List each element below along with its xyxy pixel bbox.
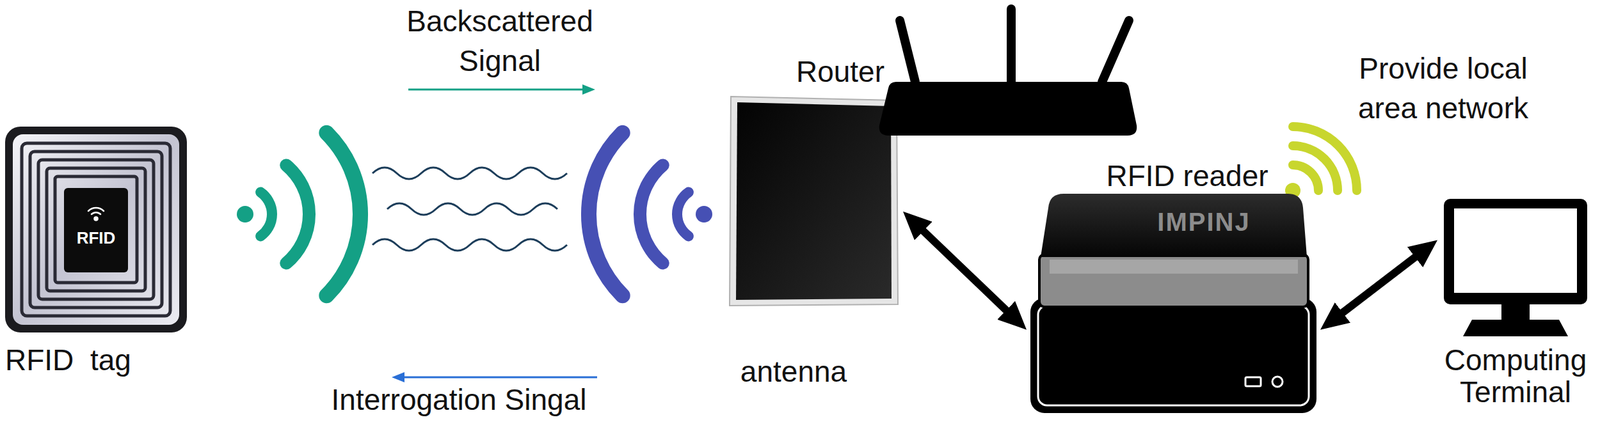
coil-turn xyxy=(46,168,146,292)
monitor-screen xyxy=(1454,208,1577,294)
connectors xyxy=(915,224,1424,319)
wifi-arc xyxy=(1292,126,1357,191)
arrowhead xyxy=(582,84,596,95)
icon-arc xyxy=(91,212,101,215)
router-antennas xyxy=(899,8,1129,82)
coil-turn xyxy=(30,151,162,308)
computing-terminal: Computing Terminal xyxy=(1443,199,1588,337)
sine-wave xyxy=(387,203,558,216)
coil-turn xyxy=(38,160,154,300)
reader-button xyxy=(1272,376,1283,388)
wave-arc xyxy=(260,192,272,237)
wave-dot xyxy=(236,206,254,223)
coil-turn xyxy=(55,176,137,283)
icon-arc xyxy=(88,208,104,212)
wave-arc xyxy=(588,133,623,297)
rfid-tag: RFIDRFID tag xyxy=(5,126,187,333)
backscatter-arrow xyxy=(408,88,585,91)
tag-label: RFID tag xyxy=(5,344,132,377)
monitor-frame xyxy=(1443,199,1588,305)
double-arrow xyxy=(915,224,1014,318)
rfid-reader: RFID readerIMPINJ xyxy=(1030,193,1317,414)
icon-dot xyxy=(94,217,98,221)
router: Router xyxy=(889,15,1138,138)
chip-wireless-icon xyxy=(88,208,104,221)
wave-arc xyxy=(677,192,689,237)
router-antenna xyxy=(1102,20,1129,82)
wave-arc xyxy=(640,165,664,264)
reader-front-band xyxy=(1039,254,1309,308)
tag-waves xyxy=(236,133,361,297)
antenna-label: antenna xyxy=(740,355,847,389)
network-note: Provide local area network xyxy=(1340,48,1546,128)
tag-coil xyxy=(21,143,171,317)
wave-arc xyxy=(326,133,361,297)
reader-port xyxy=(1245,377,1261,387)
chip-label: RFID xyxy=(76,229,116,247)
signal-waves xyxy=(372,167,568,251)
router-antenna xyxy=(899,20,916,82)
wifi-arc xyxy=(1292,165,1319,191)
router-antenna xyxy=(1006,8,1016,82)
antenna-frame xyxy=(729,96,898,306)
interrogation-arrow xyxy=(401,376,598,379)
terminal-label: Computing Terminal xyxy=(1432,344,1599,409)
wave-dot xyxy=(695,206,713,223)
reader-band-highlight xyxy=(1049,259,1298,274)
sine-wave xyxy=(372,239,568,251)
reader-outline xyxy=(1038,305,1309,406)
tag-frame xyxy=(5,126,187,333)
wave-arc xyxy=(286,165,310,264)
signal-label: Backscattered Signal xyxy=(391,1,609,81)
arrowhead xyxy=(391,372,405,383)
tag-chip xyxy=(64,188,128,273)
antenna-panel xyxy=(736,102,892,301)
monitor-neck xyxy=(1501,303,1530,322)
wifi-arc xyxy=(1292,145,1338,191)
router-body xyxy=(879,81,1137,136)
antenna-waves xyxy=(588,133,713,297)
reader-lid xyxy=(1040,193,1307,258)
antenna: antenna xyxy=(729,96,898,306)
tag-inlay xyxy=(12,134,180,326)
router-label: Router xyxy=(796,55,885,89)
coil-turn xyxy=(21,143,171,317)
signal-label: Interrogation Singal xyxy=(331,384,587,417)
reader-label: RFID reader xyxy=(1105,160,1268,193)
brand-label: IMPINJ xyxy=(1157,209,1250,235)
wifi-symbol xyxy=(1285,126,1357,199)
double-arrow xyxy=(1334,251,1424,320)
reader-body xyxy=(1030,298,1317,414)
monitor-base xyxy=(1463,320,1568,337)
sine-wave xyxy=(372,167,568,180)
